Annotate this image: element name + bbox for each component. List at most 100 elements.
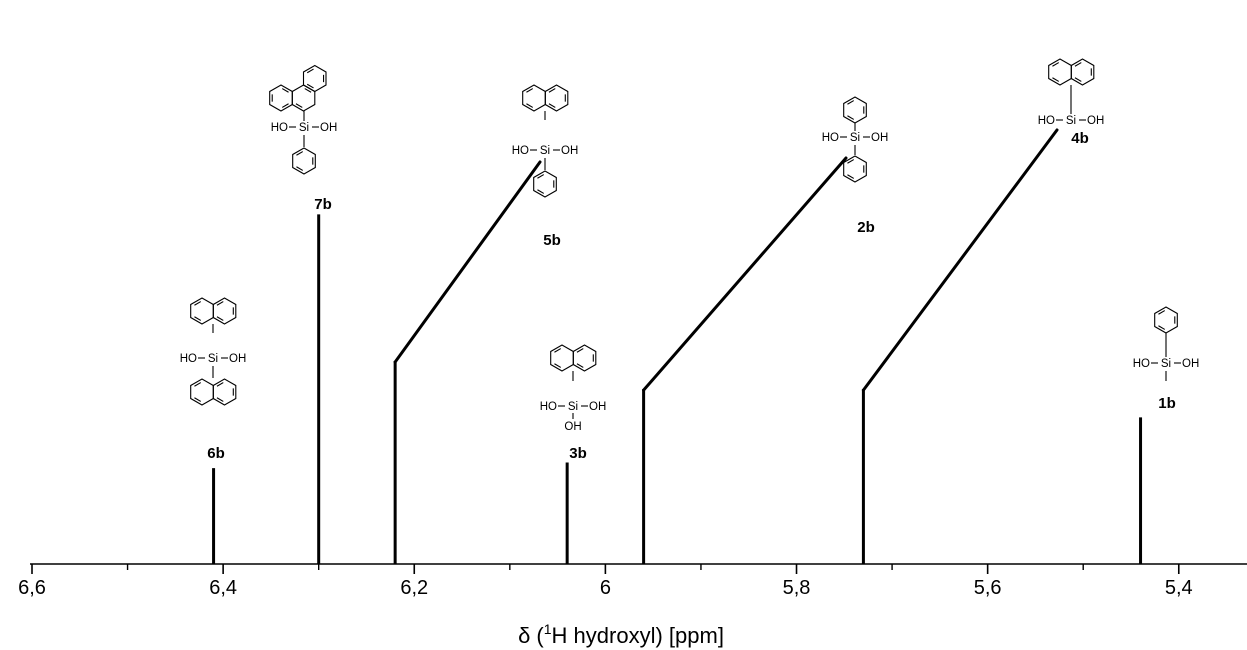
phenanthrene-ring-c-double-bond xyxy=(306,68,314,74)
phenanthrene-ring-b-double-bond xyxy=(295,103,303,108)
phenyl-ring-double-bond xyxy=(847,115,855,120)
naphthyl-ring-a xyxy=(550,344,574,372)
phenanthrene-ring-a-double-bond xyxy=(281,88,289,93)
phenanthrene-ring-b-double-bond xyxy=(304,88,312,93)
silicon-label: Si xyxy=(540,145,550,157)
leader-line-5b xyxy=(393,160,542,364)
hydroxyl-label-right: OH xyxy=(320,122,337,134)
naphthyl-ring-b-double-bond xyxy=(576,363,584,368)
naphthyl-ring-b-double-bond xyxy=(576,348,584,353)
naphthyl-ring-b-double-bond xyxy=(1074,77,1082,82)
phenanthrene-ring-c xyxy=(302,64,327,93)
phenyl-ring-double-bond xyxy=(1158,310,1166,315)
hydroxyl-label-right: OH xyxy=(229,353,246,365)
silicon-label: Si xyxy=(1066,115,1076,127)
naphthyl-ring-b-double-bond xyxy=(1074,62,1082,67)
phenyl-ring-double-bond xyxy=(847,100,855,105)
naphthyl-ring-b-double-bond xyxy=(216,301,224,306)
hydroxyl-label-left: HO xyxy=(1038,115,1055,127)
naphthyl-ring-a xyxy=(522,84,546,112)
naphthyl-ring-b-double-bond xyxy=(216,397,224,402)
hydroxyl-label-left: HO xyxy=(540,401,557,413)
naphthyl-ring-a-double-bond xyxy=(194,397,202,402)
peak-label-6b: 6b xyxy=(207,445,225,462)
silicon-label: Si xyxy=(568,401,578,413)
hydroxyl-label-left: HO xyxy=(822,132,839,144)
peak-label-5b: 5b xyxy=(543,232,561,249)
leader-line-2b xyxy=(642,156,848,392)
silicon-label: Si xyxy=(1161,358,1171,370)
phenyl-ring xyxy=(1154,306,1178,334)
phenyl-ring xyxy=(843,155,867,183)
naphthyl-ring-a-double-bond xyxy=(1052,62,1060,67)
x-tick-label: 5,4 xyxy=(1165,577,1193,599)
naphthyl-ring-b xyxy=(572,344,597,372)
naphthyl-ring-b-double-bond xyxy=(216,382,224,387)
phenanthrene-ring-a xyxy=(269,84,293,112)
naphthyl-ring-a xyxy=(190,378,214,406)
naphthyl-ring-a-double-bond xyxy=(1052,77,1060,82)
phenyl-ring-double-bond xyxy=(296,151,304,156)
hydroxyl-label-right: OH xyxy=(1087,115,1104,127)
phenyl-ring-double-bond xyxy=(847,174,855,179)
structure-2b: HO Si OH xyxy=(822,96,888,183)
phenyl-ring xyxy=(292,147,316,175)
phenanthrene-ring-a-double-bond xyxy=(281,103,289,108)
naphthyl-ring-b-double-bond xyxy=(216,316,224,321)
peak-label-7b: 7b xyxy=(314,196,332,213)
naphthyl-ring-a-double-bond xyxy=(554,363,562,368)
phenanthrene-ring-c-double-bond xyxy=(306,83,314,89)
hydroxyl-label-right: OH xyxy=(1182,358,1199,370)
naphthyl-ring-a-double-bond xyxy=(526,103,534,108)
naphthyl-ring-b xyxy=(212,378,237,406)
hydroxyl-label-right: OH xyxy=(871,132,888,144)
peak-label-3b: 3b xyxy=(569,445,587,462)
x-tick-label: 6 xyxy=(600,577,611,599)
silicon-label: Si xyxy=(850,132,860,144)
hydroxyl-label-right: OH xyxy=(589,401,606,413)
structure-5b: HO Si OH xyxy=(512,84,578,198)
naphthyl-ring-b xyxy=(212,297,237,325)
x-axis-title-suffix: H hydroxyl) [ppm] xyxy=(552,623,724,648)
phenyl-ring-double-bond xyxy=(1158,325,1166,330)
hydroxyl-label-left: HO xyxy=(1133,358,1150,370)
phenyl-ring-double-bond xyxy=(296,166,304,171)
hydroxyl-label-left: HO xyxy=(512,145,529,157)
naphthyl-ring-a-double-bond xyxy=(194,316,202,321)
phenyl-ring-double-bond xyxy=(537,174,545,179)
phenyl-ring-double-bond xyxy=(847,159,855,164)
structure-1b: HO Si OH xyxy=(1133,306,1199,381)
structure-7b: HO Si OH xyxy=(269,64,337,175)
silicon-label: Si xyxy=(299,122,309,134)
x-axis-title: δ (1H hydroxyl) [ppm] xyxy=(518,621,724,648)
phenanthrene-ring-b xyxy=(291,84,316,112)
peak-label-4b: 4b xyxy=(1071,130,1089,147)
hydroxyl-label-right: OH xyxy=(561,145,578,157)
naphthyl-ring-b-double-bond xyxy=(548,88,556,93)
phenyl-ring xyxy=(843,96,867,124)
x-axis-title-superscript: 1 xyxy=(544,621,552,637)
naphthyl-ring-b xyxy=(544,84,569,112)
naphthyl-ring-a-double-bond xyxy=(194,382,202,387)
phenyl-ring xyxy=(533,170,557,198)
naphthyl-ring-b xyxy=(1070,58,1095,86)
x-tick-label: 5,6 xyxy=(974,577,1002,599)
structure-4b: HO Si OH xyxy=(1038,58,1104,127)
hydroxyl-label-left: HO xyxy=(271,122,288,134)
naphthyl-ring-b-double-bond xyxy=(548,103,556,108)
x-tick-label: 6,6 xyxy=(18,577,46,599)
naphthyl-ring-a-double-bond xyxy=(554,348,562,353)
peak-label-2b: 2b xyxy=(857,219,875,236)
silicon-label: Si xyxy=(208,353,218,365)
naphthyl-ring-a xyxy=(1048,58,1072,86)
naphthyl-ring-a xyxy=(190,297,214,325)
leader-lines-layer xyxy=(393,128,1059,392)
x-tick-label: 6,2 xyxy=(400,577,428,599)
naphthyl-ring-a-double-bond xyxy=(526,88,534,93)
phenyl-ring-double-bond xyxy=(537,189,545,194)
